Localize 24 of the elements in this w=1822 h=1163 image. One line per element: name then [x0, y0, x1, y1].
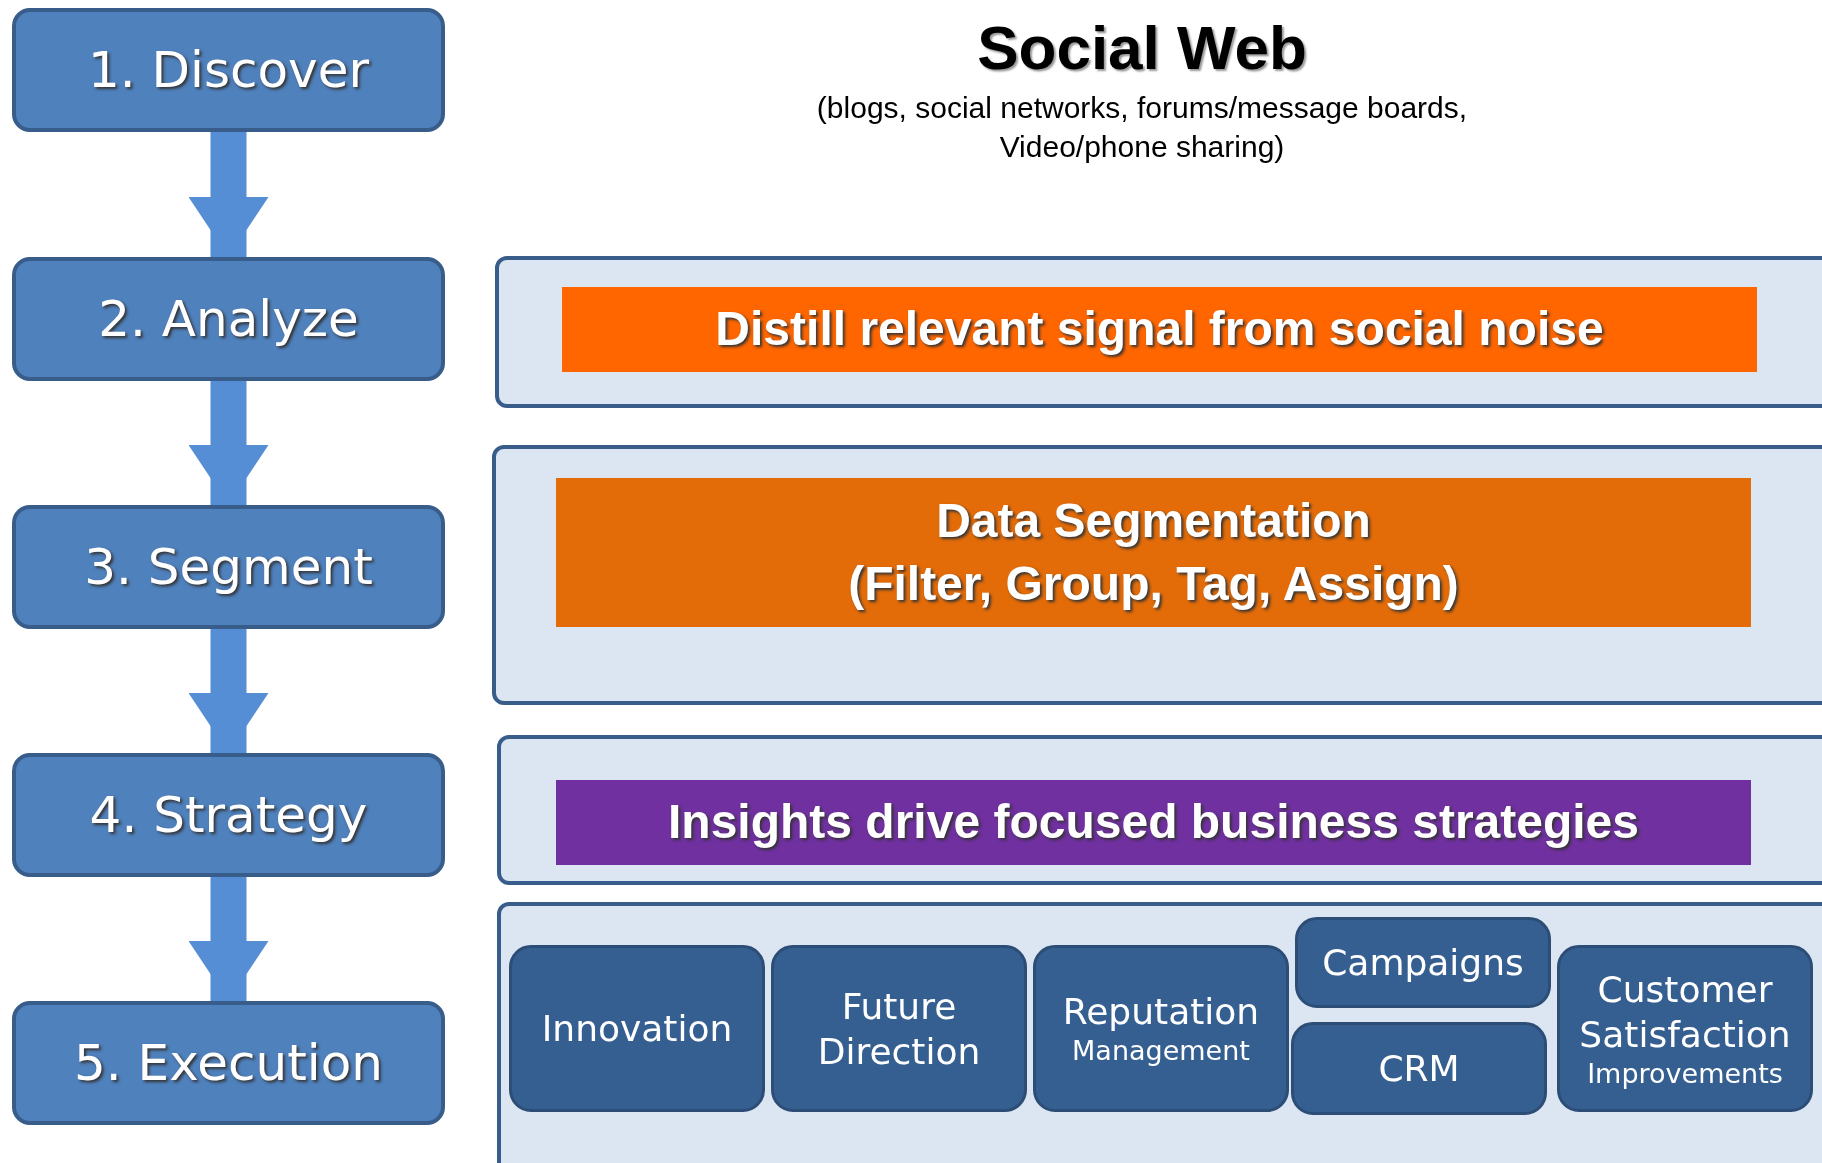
banner-box: Insights drive focused business strategies	[556, 780, 1751, 865]
panel-background	[497, 735, 1822, 885]
down-arrow	[188, 629, 269, 753]
category-box: Customer Satisfaction Improvements	[1557, 945, 1813, 1112]
down-arrow	[188, 132, 269, 257]
down-arrow	[188, 877, 269, 1001]
title: Social Web	[976, 12, 1308, 83]
step-box: 4. Strategy	[12, 753, 445, 877]
panel-background	[497, 902, 1822, 1163]
step-box: 2. Analyze	[12, 257, 445, 381]
step-box: 3. Segment	[12, 505, 445, 629]
down-arrow	[188, 381, 269, 505]
subtitle-note: (blogs, social networks, forums/message boards, Video/phone sharing)	[815, 90, 1469, 165]
panel-background	[495, 256, 1822, 408]
category-box: Future Direction	[771, 945, 1027, 1112]
category-box: Innovation	[509, 945, 765, 1112]
category-box: CRM	[1291, 1022, 1547, 1115]
category-box: Campaigns	[1295, 917, 1551, 1008]
banner-box: Data Segmentation (Filter, Group, Tag, Assign)	[556, 478, 1751, 627]
category-box: Reputation Management	[1033, 945, 1289, 1112]
step-box: 5. Execution	[12, 1001, 445, 1125]
panel-background	[492, 445, 1822, 705]
step-box: 1. Discover	[12, 8, 445, 132]
banner-box: Distill relevant signal from social noise	[562, 287, 1757, 372]
